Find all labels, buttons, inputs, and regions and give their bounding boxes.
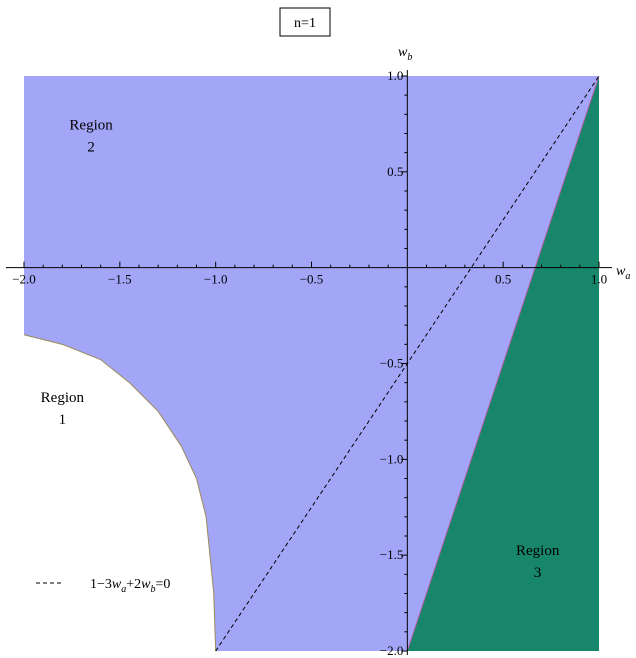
- x-tick-label: −2.0: [12, 272, 36, 287]
- plot-area: [23, 75, 600, 652]
- region-1-label-line1: Region: [41, 390, 85, 406]
- x-tick-label: −1.5: [108, 272, 132, 287]
- y-tick-label: −2.0: [380, 643, 404, 658]
- legend-sub2: b: [151, 584, 156, 595]
- legend-part-3: =0: [156, 577, 171, 592]
- region-3-label-line1: Region: [516, 543, 560, 559]
- x-tick-label: 0.5: [495, 272, 511, 287]
- title-text: n=1: [294, 16, 316, 31]
- title-box: [279, 7, 331, 37]
- y-axis-label: wb: [398, 45, 412, 63]
- region-2-label-line2: 2: [87, 140, 95, 156]
- y-tick-label: −1.0: [380, 451, 404, 466]
- legend-sub1: a: [121, 584, 126, 595]
- legend-part-1: 1−3: [90, 577, 112, 592]
- x-axis-label-main: w: [616, 264, 626, 279]
- region-3-label-line2: 3: [534, 565, 542, 581]
- region-1-area: [24, 334, 216, 651]
- x-tick-label: −0.5: [300, 272, 324, 287]
- x-axis-label: wa: [616, 264, 630, 282]
- axes: [6, 70, 612, 655]
- chart-title: n=1: [279, 7, 331, 37]
- y-tick-label: −1.5: [380, 547, 404, 562]
- y-axis-label-main: w: [398, 45, 408, 60]
- legend-w2: w: [141, 577, 151, 592]
- legend-w1: w: [112, 577, 122, 592]
- legend-part-2: +2: [126, 577, 141, 592]
- legend: 1−3wa+2wb=0: [36, 577, 170, 595]
- y-tick-label: 0.5: [387, 164, 403, 179]
- x-tick-label: −1.0: [204, 272, 228, 287]
- y-tick-label: −0.5: [380, 356, 404, 371]
- y-axis-label-sub: b: [407, 52, 412, 63]
- region-3-boundary: [406, 75, 600, 652]
- region-1-boundary: [23, 334, 217, 652]
- region-2-label-line1: Region: [69, 118, 113, 134]
- y-tick-label: 1.0: [387, 68, 403, 83]
- x-tick-label: 1.0: [591, 272, 607, 287]
- legend-label: 1−3wa+2wb=0: [90, 577, 170, 595]
- x-axis-label-sub: a: [625, 271, 630, 282]
- region-1-label-line2: 1: [59, 412, 67, 428]
- labels: −2.0 −1.5 −1.0 −0.5 0.5 1.0 −2.0 −1.5 −1.0 −0.5 0.…: [12, 68, 607, 658]
